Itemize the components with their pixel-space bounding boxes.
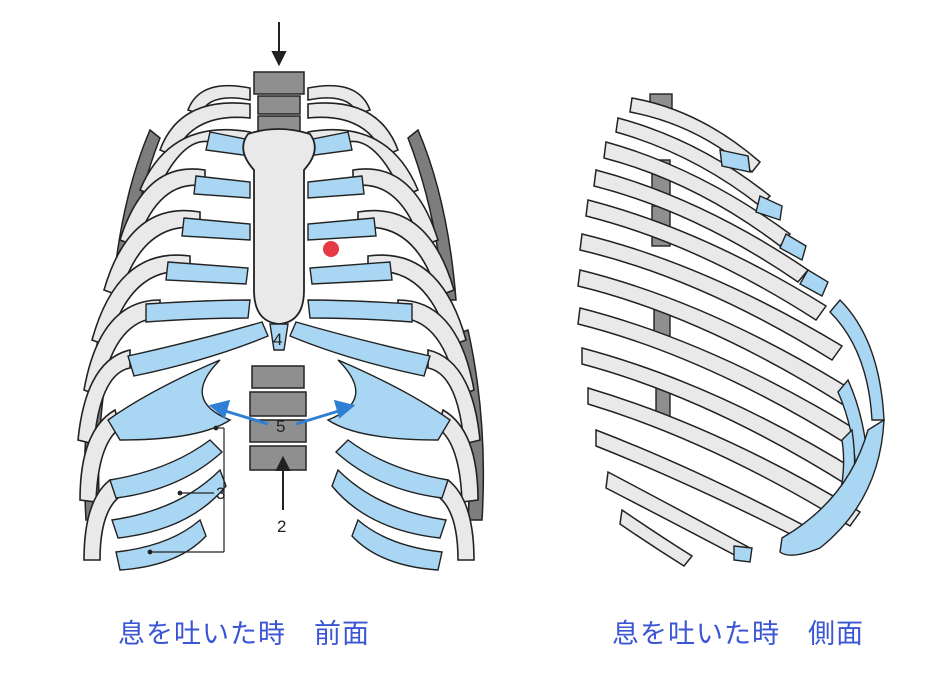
caption-front: 息を吐いた時 前面 <box>118 619 370 650</box>
caption-side: 息を吐いた時 側面 <box>612 619 864 650</box>
label-5: 5 <box>276 417 285 436</box>
blue-arrow-left <box>208 399 269 426</box>
label-4: 4 <box>273 330 282 349</box>
front-view: 4 5 3 2 <box>77 22 485 571</box>
blue-arrow-right <box>295 399 356 426</box>
label-2: 2 <box>277 517 286 536</box>
front-ribs-left <box>77 84 251 561</box>
red-marker <box>323 241 339 257</box>
front-cartilage-left <box>107 131 269 571</box>
bottom-arrow <box>275 455 291 510</box>
side-ribs <box>577 97 864 567</box>
label-3: 3 <box>216 484 225 503</box>
label-3-leader <box>147 425 225 555</box>
sternum <box>242 128 316 351</box>
side-view <box>577 93 885 567</box>
front-spine <box>249 71 307 471</box>
top-arrow <box>271 22 287 67</box>
side-cartilage <box>719 149 885 563</box>
front-cartilage-right <box>289 131 451 571</box>
